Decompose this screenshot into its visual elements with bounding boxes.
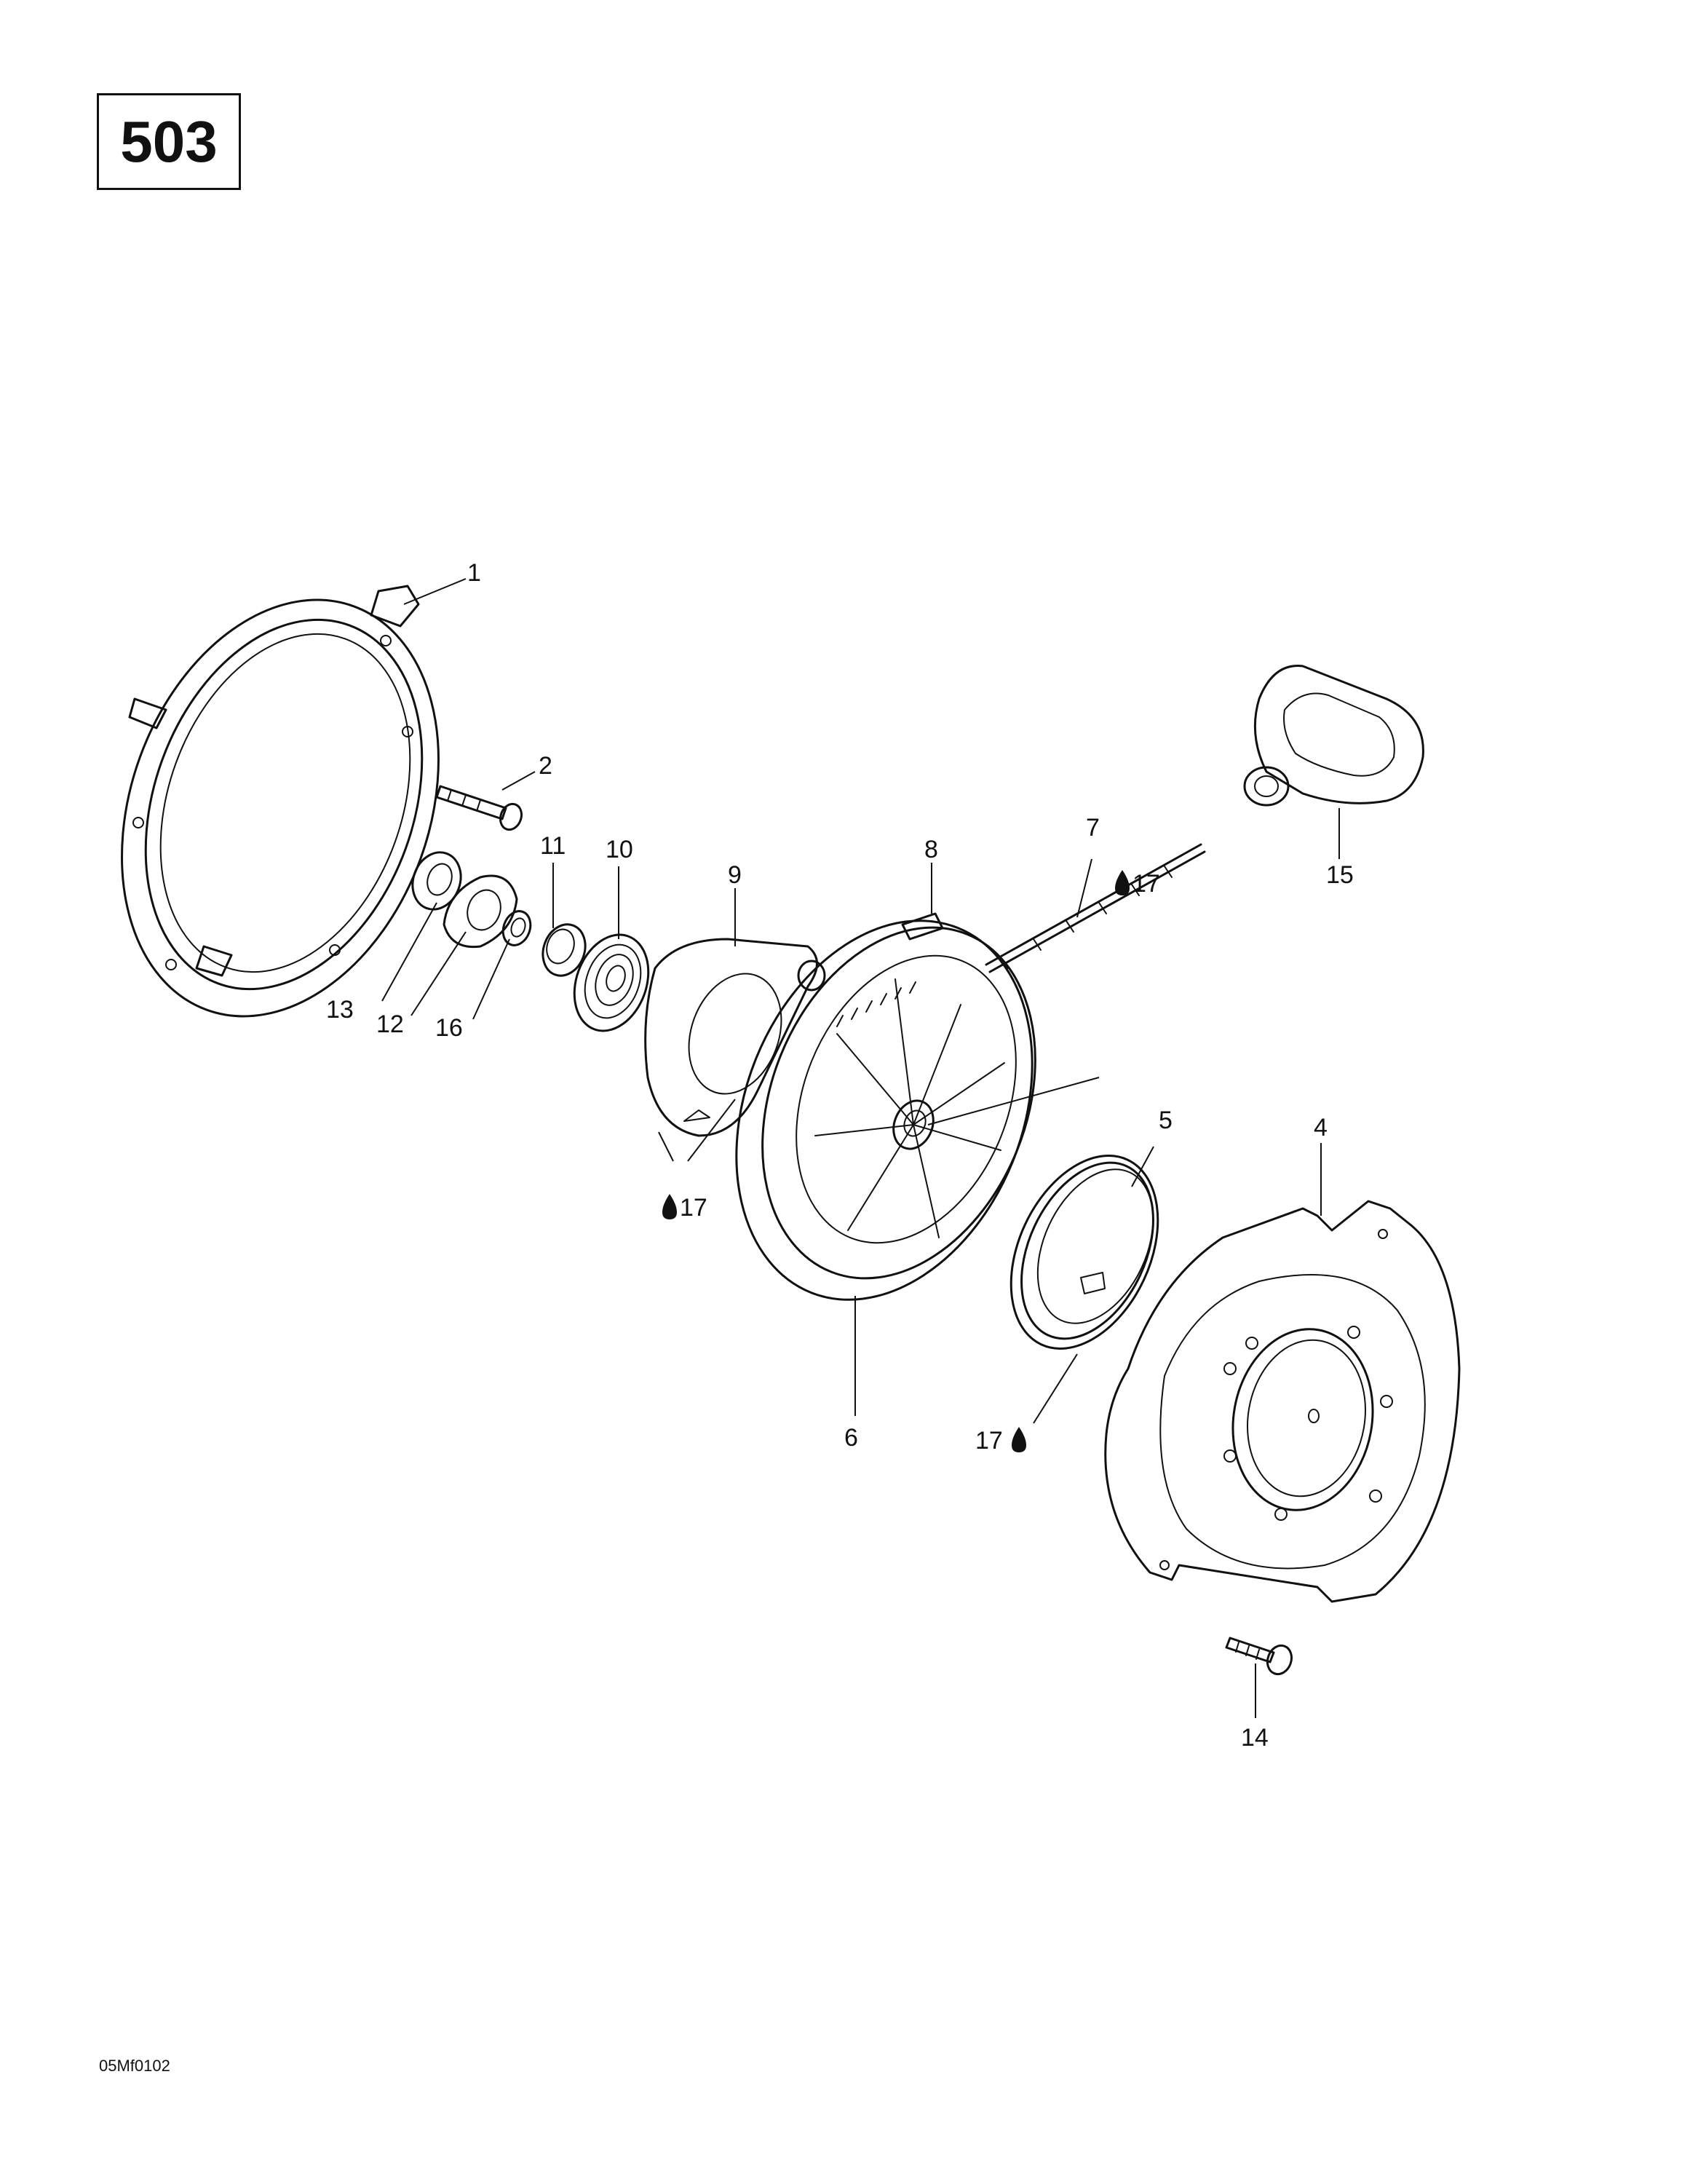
lubricant-drop-icon <box>662 1194 677 1219</box>
callout-17-cover: 17 <box>680 1194 707 1222</box>
page-number-badge: 503 <box>97 93 241 190</box>
part-6-rope-sheave <box>735 919 1036 1301</box>
part-14-screw <box>1225 1637 1293 1676</box>
part-16-washer <box>501 910 532 946</box>
callout-17-cup: 17 <box>975 1427 1003 1455</box>
callout-13: 13 <box>326 996 354 1024</box>
part-11-bushing <box>542 923 587 977</box>
part-10-recoil-spring <box>573 933 650 1032</box>
callout-14: 14 <box>1241 1724 1269 1752</box>
callout-11: 11 <box>540 832 566 860</box>
callout-9: 9 <box>728 861 742 889</box>
lubricant-drop-icon <box>1012 1427 1026 1452</box>
leader-lines <box>381 578 1340 1718</box>
callout-6: 6 <box>844 1424 858 1452</box>
callout-2: 2 <box>539 752 552 780</box>
part-12-plate <box>443 874 518 949</box>
callout-16: 16 <box>435 1014 463 1042</box>
part-7-rope <box>985 843 1206 973</box>
callout-5: 5 <box>1159 1107 1173 1134</box>
callout-10: 10 <box>606 836 633 863</box>
part-1-starter-flange <box>121 585 440 1018</box>
part-5-starter-cup <box>1009 1155 1159 1350</box>
callout-4: 4 <box>1314 1114 1328 1142</box>
callout-15: 15 <box>1326 861 1354 889</box>
callout-17-sheave: 17 <box>1132 870 1160 898</box>
part-15-rope-handle <box>1243 665 1424 807</box>
callout-12: 12 <box>376 1010 404 1038</box>
part-4-starter-housing <box>1104 1200 1461 1603</box>
drawing-code: 05Mf0102 <box>99 2057 170 2075</box>
part-13-nut <box>411 851 462 911</box>
callout-7: 7 <box>1086 814 1100 842</box>
part-8-key <box>901 912 944 941</box>
part-2-screw <box>435 785 523 831</box>
part-9-spring-cover <box>644 938 826 1137</box>
callout-8: 8 <box>924 836 938 863</box>
callout-1: 1 <box>467 559 481 587</box>
lubricant-drop-icon <box>1115 870 1130 895</box>
